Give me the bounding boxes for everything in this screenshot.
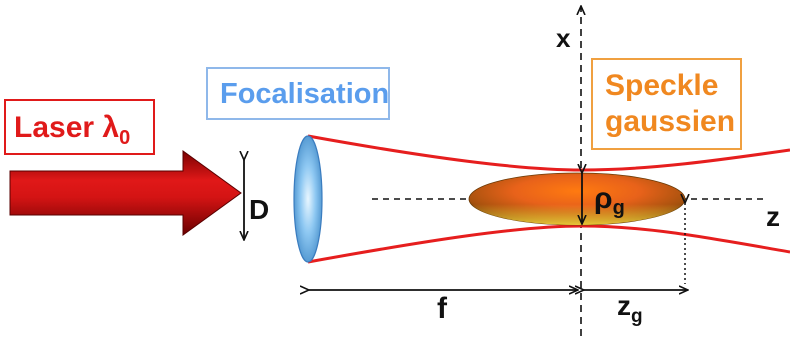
laser-beam-arrow bbox=[9, 150, 242, 236]
diameter-label: D bbox=[249, 194, 269, 226]
laser-label: Laser λ0 bbox=[4, 99, 155, 155]
zg-label-text: z bbox=[617, 290, 631, 321]
axis-z-label-text: z bbox=[766, 201, 780, 232]
laser-label-text: Laser λ bbox=[14, 111, 120, 144]
zg-label-subscript: g bbox=[631, 306, 643, 327]
speckle-label-line1: Speckle bbox=[605, 69, 719, 102]
rho-label-subscript: g bbox=[612, 197, 625, 219]
diameter-label-text: D bbox=[249, 194, 270, 225]
laser-label-subscript: 0 bbox=[119, 127, 131, 149]
beam-lower-edge bbox=[307, 224, 790, 264]
focalisation-label-text: Focalisation bbox=[220, 78, 390, 110]
focalisation-label: Focalisation bbox=[206, 67, 390, 120]
speckle-highlight bbox=[469, 173, 685, 225]
axis-x-label: x bbox=[556, 23, 570, 54]
focal-length-label-text: f bbox=[437, 292, 447, 325]
axis-x-label-text: x bbox=[556, 23, 571, 53]
zg-label: zg bbox=[617, 290, 643, 327]
rho-label-text: ρ bbox=[594, 182, 613, 215]
rho-label: ρg bbox=[594, 182, 625, 219]
speckle-label: Speckle gaussien bbox=[591, 58, 742, 150]
focusing-lens bbox=[293, 135, 323, 263]
focal-length-label: f bbox=[437, 292, 447, 326]
speckle-label-line2: gaussien bbox=[605, 105, 736, 138]
axis-z-label: z bbox=[766, 201, 780, 233]
